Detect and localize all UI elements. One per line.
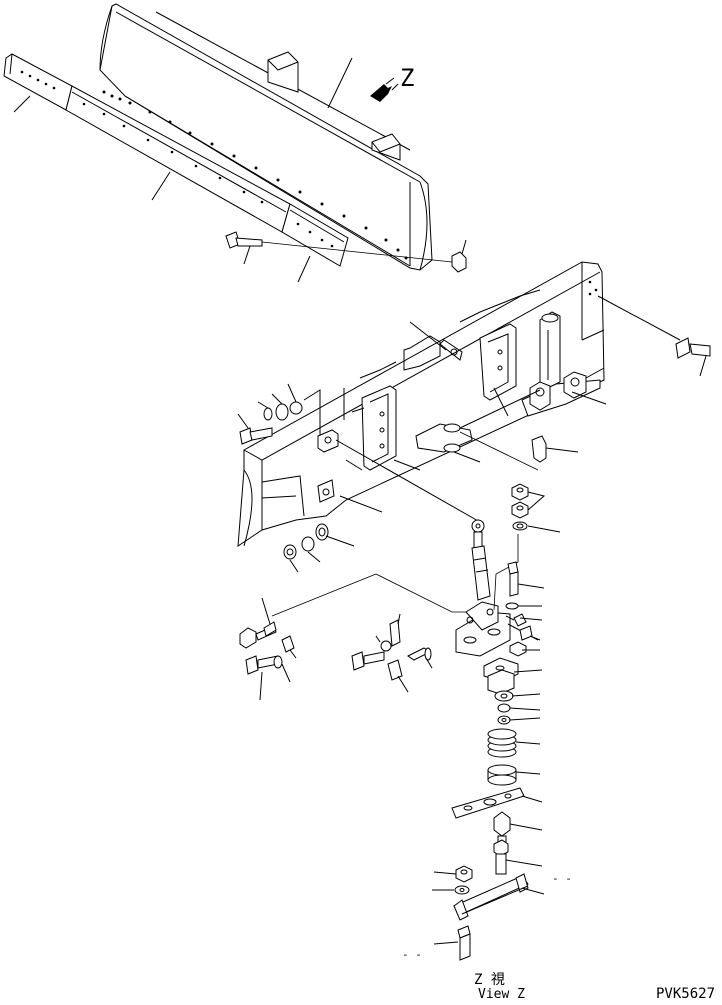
leader-line xyxy=(297,255,311,283)
leader-line xyxy=(151,171,171,201)
pivot-stack xyxy=(483,657,543,786)
view-caption-jp: Z 視 xyxy=(474,972,505,988)
hydraulic-cylinder xyxy=(471,519,491,601)
drawing-code: PVK5627 xyxy=(656,986,715,1000)
pivot-plate xyxy=(415,423,481,463)
nut-washer-bottom xyxy=(432,865,473,895)
leader-line xyxy=(571,391,607,405)
pin-link-line xyxy=(375,573,466,613)
frame xyxy=(237,261,681,547)
frame-clevis xyxy=(317,429,481,523)
leader-line xyxy=(453,451,481,463)
leader-line xyxy=(459,389,541,429)
bolt-link-line xyxy=(493,534,519,611)
bottom-guide xyxy=(453,873,545,921)
leader-line xyxy=(409,321,447,351)
pivot-pin xyxy=(493,839,543,875)
bottom-bolt xyxy=(433,925,471,961)
guide-plate xyxy=(451,787,543,819)
lock-plate-left xyxy=(281,635,297,659)
leader-line xyxy=(493,387,509,417)
bolt-center xyxy=(351,613,401,671)
nut-stack-top xyxy=(511,483,561,533)
blade-bolt xyxy=(225,231,453,265)
frame-bracket-left xyxy=(345,385,421,471)
pin-link-line xyxy=(271,573,377,617)
view-caption-en: View Z xyxy=(478,987,525,1000)
leader-line xyxy=(13,95,31,113)
pin-center xyxy=(387,647,433,693)
leader-line xyxy=(393,459,421,471)
pivot-housing xyxy=(455,601,539,657)
view-mark: Z xyxy=(400,64,414,92)
bolt-vertical xyxy=(505,561,545,657)
pin-left xyxy=(239,597,277,649)
leader-line xyxy=(327,57,353,109)
cylinder-bracket-right xyxy=(459,311,607,471)
blade xyxy=(99,3,433,271)
grease-fitting-right xyxy=(531,435,579,463)
end-bit-right xyxy=(281,203,349,283)
dash-mark-2: - - xyxy=(402,948,422,961)
left-bolt-stack xyxy=(237,383,303,445)
end-bit-left xyxy=(3,53,73,113)
leader-line xyxy=(597,295,681,341)
view-z-arrow xyxy=(370,77,399,102)
grease-fitting-lower xyxy=(493,811,543,843)
dash-mark-1: - - xyxy=(552,872,572,885)
leader-line xyxy=(585,367,605,379)
frame-bracket-mid xyxy=(479,323,517,417)
bolt-lower-left xyxy=(245,655,291,701)
bushings-row xyxy=(283,523,355,573)
right-bolt xyxy=(675,337,711,377)
blade-nut xyxy=(451,239,467,273)
leader-line xyxy=(339,495,383,513)
